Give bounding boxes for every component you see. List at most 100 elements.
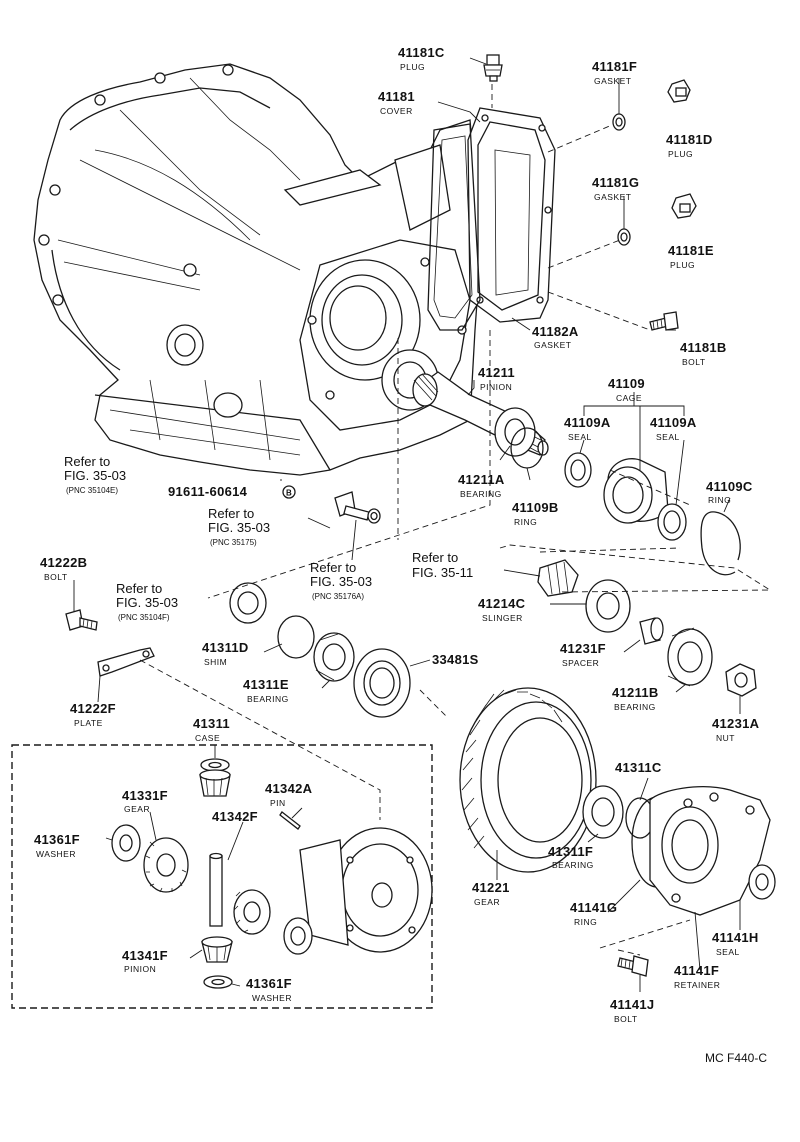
label-41181-number: 41181 [378, 89, 415, 104]
washer-41361F-bottom-drawing [203, 975, 233, 989]
label-41222F-name: PLATE [74, 718, 103, 728]
label-41331F-number: 41331F [122, 788, 168, 803]
label-41109A-right-name: SEAL [656, 432, 680, 442]
label-41231A-number: 41231A [712, 716, 760, 731]
label-41231F-name: SPACER [562, 658, 599, 668]
label-41311D-number: 41311D [202, 640, 249, 655]
ref-1-line1: Refer to [64, 454, 110, 469]
label-41181F-name: GASKET [594, 76, 631, 86]
gasket-41181G-drawing [617, 228, 631, 246]
label-41141H-name: SEAL [716, 947, 740, 957]
label-41109A-left-number: 41109A [564, 415, 611, 430]
label-41181E-number: 41181E [668, 243, 714, 258]
shim-41311D-drawing [277, 615, 315, 659]
slinger-41214C-drawing [585, 579, 631, 633]
label-41141J-number: 41141J [610, 997, 654, 1012]
label-41141G-name: RING [574, 917, 597, 927]
bolt-41141J-drawing [617, 955, 649, 977]
label-41109-number: 41109 [608, 376, 645, 391]
retainer-41141F-drawing [649, 786, 771, 916]
ref-1-line2: FIG. 35-03 [64, 468, 126, 483]
label-41182A-number: 41182A [532, 324, 579, 339]
label-41214C-number: 41214C [478, 596, 526, 611]
label-41231A-name: NUT [716, 733, 735, 743]
label-41311-name: CASE [195, 733, 220, 743]
plug-41181D-drawing [667, 79, 691, 103]
bearing-41211B-drawing [667, 627, 713, 687]
label-41214C-name: SLINGER [482, 613, 523, 623]
ref-3-pnc: (PNC 35176A) [312, 592, 364, 601]
ref-4-line2: FIG. 35-11 [412, 565, 473, 580]
seal-33481S-drawing [353, 648, 411, 718]
plug-41181C-drawing [483, 54, 503, 82]
label-41181B-name: BOLT [682, 357, 706, 367]
pinion-41341F-drawing [201, 936, 233, 963]
seal-35104F-drawing [229, 582, 267, 624]
label-91611-b-mark [282, 485, 296, 499]
label-41341F-name: PINION [124, 964, 156, 974]
bolt-41181B-drawing [649, 311, 679, 331]
label-41211A-name: BEARING [460, 489, 502, 499]
ref-2-pnc: (PNC 35175) [210, 538, 257, 547]
differential-box [11, 744, 433, 1009]
label-41181D-number: 41181D [666, 132, 713, 147]
nut-41231A-drawing [725, 663, 757, 697]
diff-case-41311-drawing [233, 827, 433, 955]
washer-41361F-left-drawing [111, 824, 141, 862]
label-41361F-left-number: 41361F [34, 832, 80, 847]
label-41222F-number: 41222F [70, 701, 116, 716]
label-41342A-number: 41342A [265, 781, 313, 796]
label-41211A-number: 41211A [458, 472, 505, 487]
label-41361F-bottom-name: WASHER [252, 993, 292, 1003]
label-41109A-left-name: SEAL [568, 432, 592, 442]
bearing-41311E-drawing [313, 632, 355, 682]
pin-41342A-drawing [279, 811, 301, 830]
bearing-41311F-drawing [582, 785, 624, 839]
label-41211B-number: 41211B [612, 685, 659, 700]
leader-lines [73, 57, 741, 992]
bolt-41222B-drawing [65, 609, 98, 631]
label-41141H-number: 41141H [712, 930, 759, 945]
label-41311E-number: 41311E [243, 677, 289, 692]
label-41181B-number: 41181B [680, 340, 727, 355]
drive-pinion-drawing [412, 371, 549, 457]
label-41109B-name: RING [514, 517, 537, 527]
label-41181D-name: PLUG [668, 149, 693, 159]
plate-41222F-drawing [97, 647, 155, 677]
label-41109-name: CAGE [616, 393, 642, 403]
label-41181-name: COVER [380, 106, 413, 116]
label-41211B-name: BEARING [614, 702, 656, 712]
label-91611-b-letter: B [286, 489, 292, 498]
gear-41331F-drawing [143, 837, 189, 893]
ref-3-line1: Refer to [310, 560, 356, 575]
label-41221-number: 41221 [472, 880, 510, 895]
side-cover-drawing [427, 107, 556, 331]
label-41222B-name: BOLT [44, 572, 68, 582]
label-41311E-name: BEARING [247, 694, 289, 704]
fitting-35175-drawing [334, 491, 381, 524]
label-41141J-name: BOLT [614, 1014, 638, 1024]
label-41181G-name: GASKET [594, 192, 631, 202]
label-41361F-left-name: WASHER [36, 849, 76, 859]
gear-35-11-drawing [537, 559, 579, 597]
label-41342F-number: 41342F [212, 809, 258, 824]
diagram-code: MC F440-C [705, 1051, 767, 1065]
label-41141F-number: 41141F [674, 963, 719, 978]
label-41311C-number: 41311C [615, 760, 662, 775]
label-41141G-number: 41141G [570, 900, 617, 915]
reference-notes: Refer to FIG. 35-03 (PNC 35104E) Refer t… [64, 454, 473, 622]
label-41141F-name: RETAINER [674, 980, 720, 990]
label-91611-number: 91611-60614 [168, 484, 248, 499]
cage-41109-drawing [564, 452, 687, 541]
label-41341F-number: 41341F [122, 948, 168, 963]
label-41331F-name: GEAR [124, 804, 150, 814]
ref-3-line2: FIG. 35-03 [310, 574, 372, 589]
ref-5-pnc: (PNC 35104F) [118, 613, 170, 622]
label-41109C-name: RING [708, 495, 731, 505]
ref-5-line1: Refer to [116, 581, 162, 596]
shaft-41342F-drawing [209, 852, 223, 927]
label-41311D-name: SHIM [204, 657, 227, 667]
label-33481S-number: 33481S [432, 652, 479, 667]
label-41109A-right-number: 41109A [650, 415, 697, 430]
